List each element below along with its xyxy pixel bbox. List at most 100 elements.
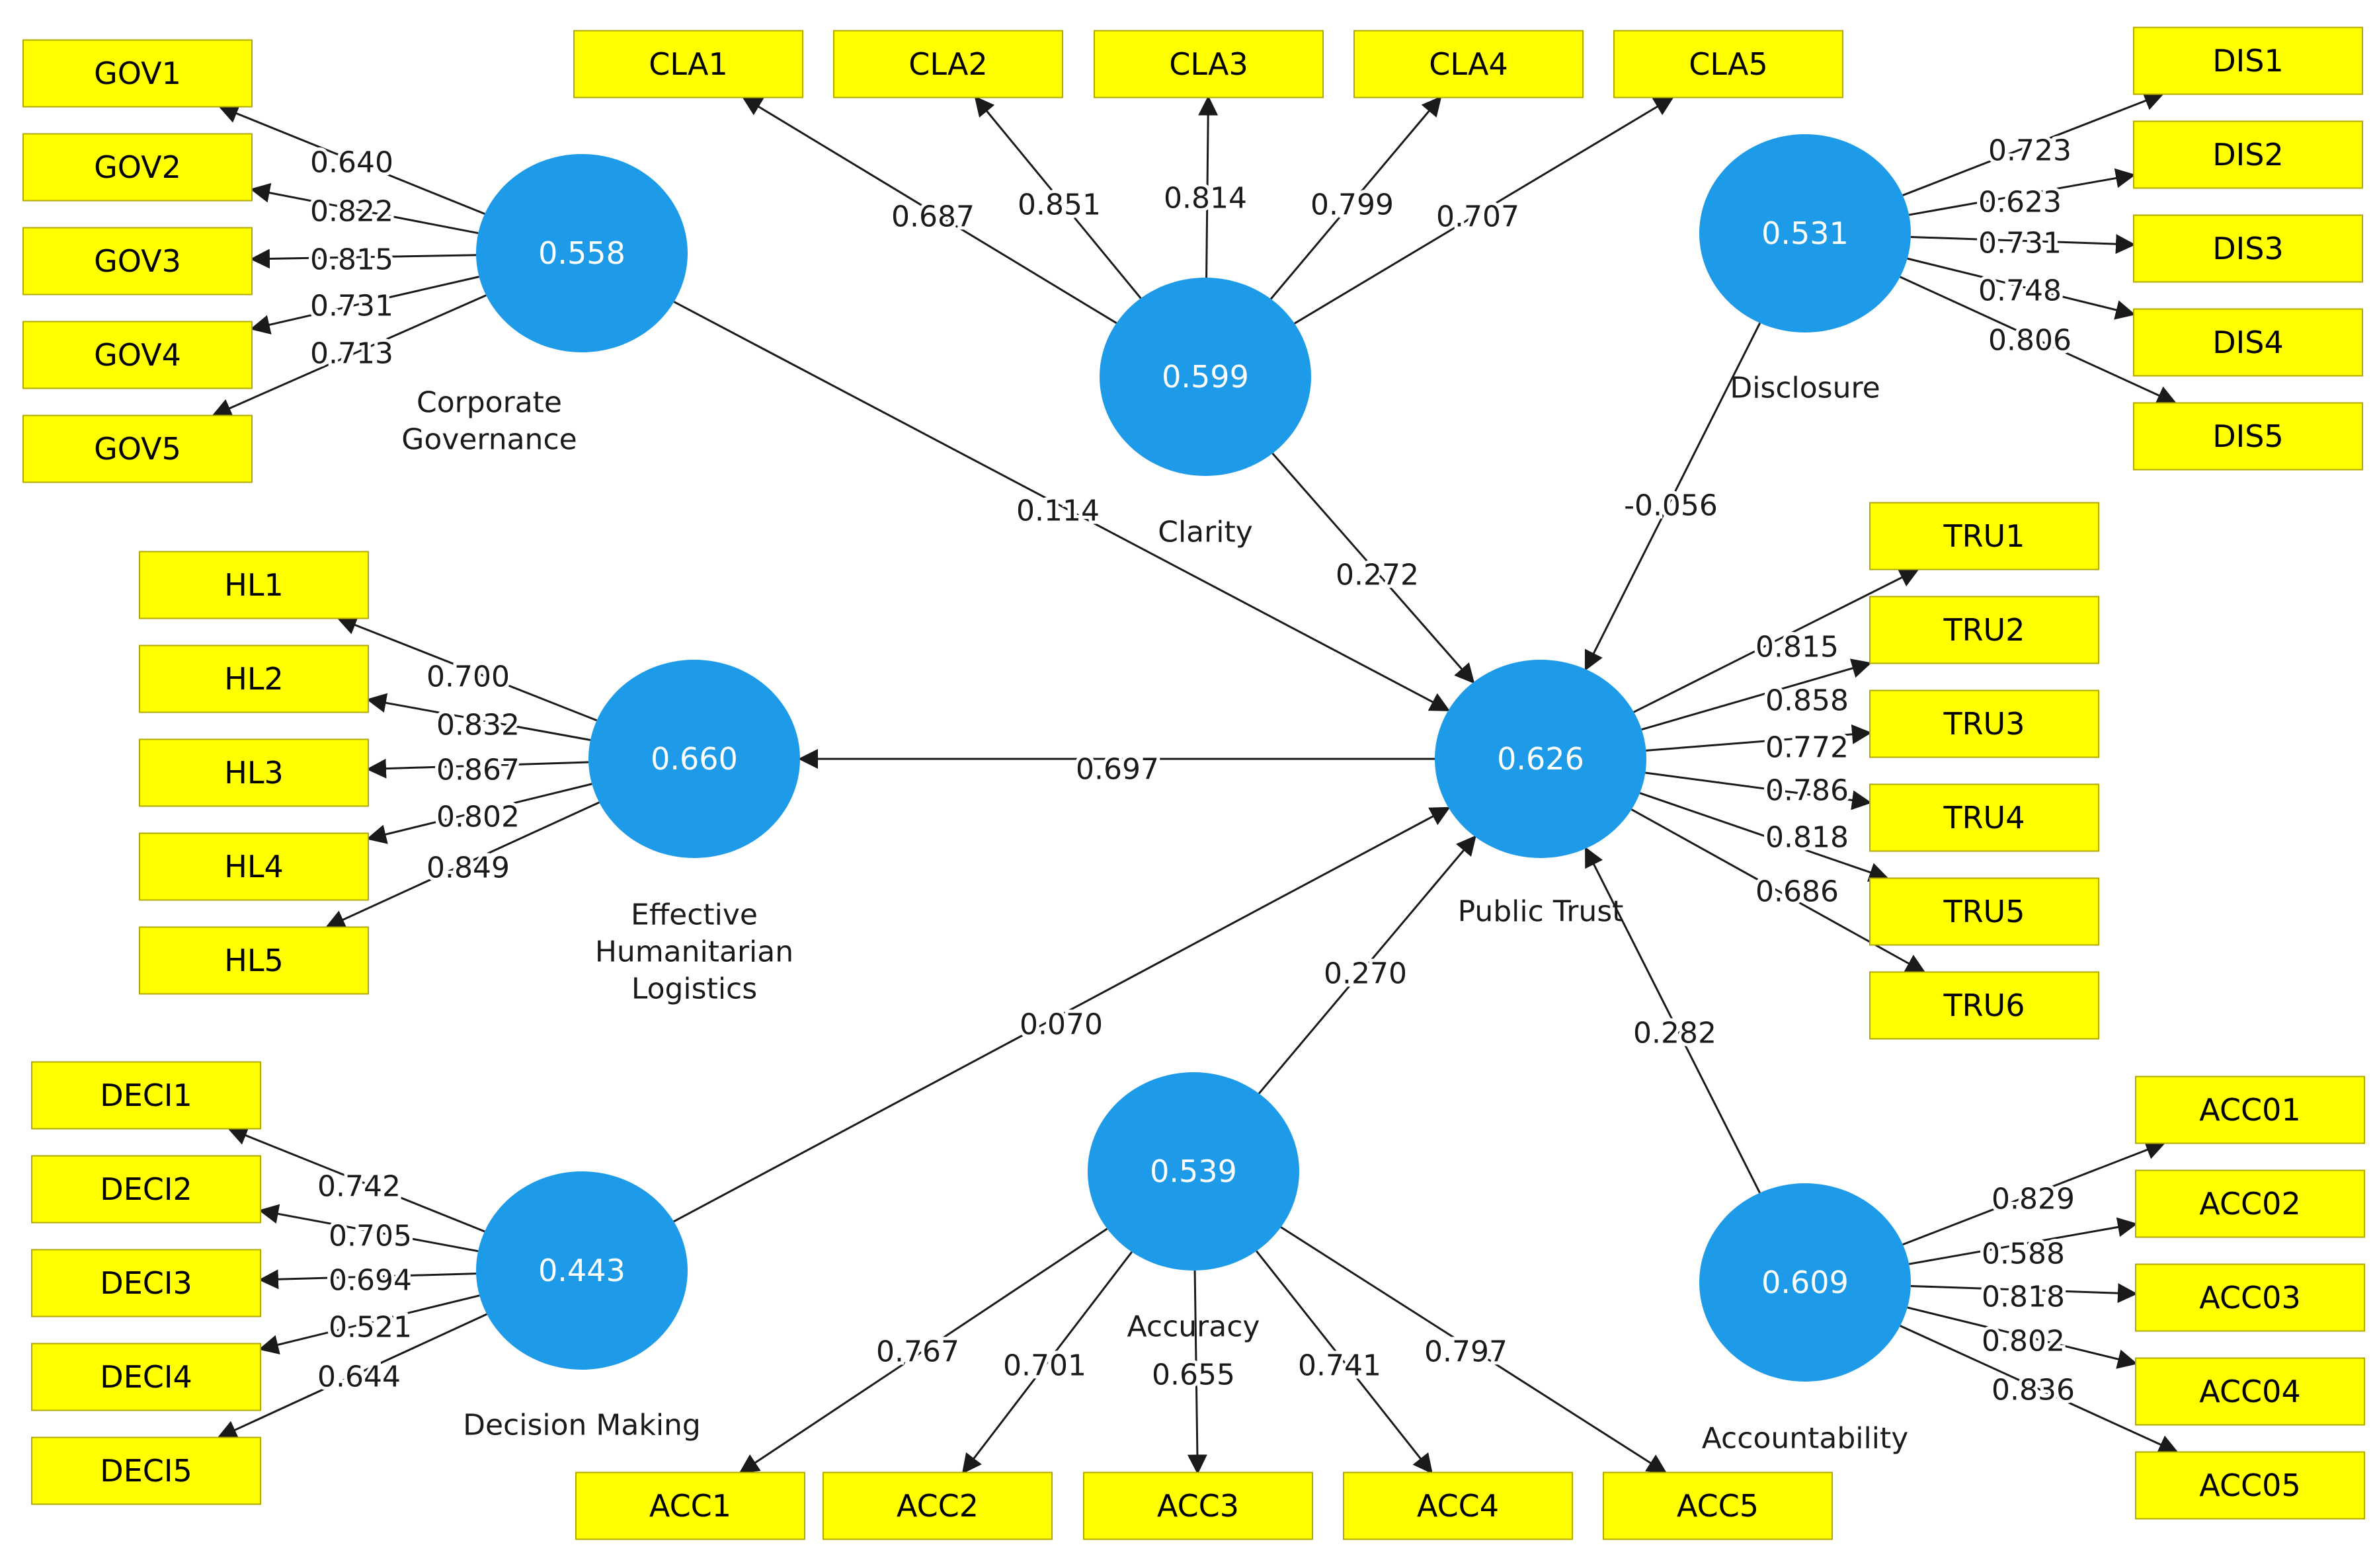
indicator-gov4[interactable]: GOV4 <box>22 321 253 389</box>
loading-arrow-dis1 <box>1902 91 2165 196</box>
indicator-label: ACC5 <box>1677 1488 1759 1524</box>
latent-variable-deci[interactable]: 0.443 <box>476 1171 688 1370</box>
indicator-tru3[interactable]: TRU3 <box>1869 689 2099 758</box>
indicator-acc02[interactable]: ACC02 <box>2135 1169 2365 1238</box>
indicator-acc1[interactable]: ACC1 <box>575 1471 805 1540</box>
indicator-cla1[interactable]: CLA1 <box>573 30 803 98</box>
indicator-hl3[interactable]: HL3 <box>139 738 369 807</box>
indicator-box <box>575 1471 805 1540</box>
indicator-acc2[interactable]: ACC2 <box>823 1471 1053 1540</box>
indicator-label: DIS4 <box>2212 325 2283 360</box>
loading-arrow-hl5 <box>325 801 600 929</box>
indicator-dis5[interactable]: DIS5 <box>2133 402 2363 471</box>
indicator-box <box>2135 1169 2365 1238</box>
indicator-box <box>139 926 369 995</box>
path-arrow-gov-to-tru <box>673 301 1451 711</box>
latent-name-gov-line-1: Corporate <box>417 386 562 420</box>
loading-value-acc2: 0.701 <box>1003 1349 1086 1383</box>
latent-circle <box>1100 278 1311 476</box>
indicator-gov3[interactable]: GOV3 <box>22 227 253 295</box>
indicator-acc4[interactable]: ACC4 <box>1343 1471 1573 1540</box>
indicator-acc04[interactable]: ACC04 <box>2135 1357 2365 1426</box>
latent-circle <box>588 660 800 858</box>
loading-value-cla4: 0.799 <box>1310 188 1394 222</box>
r-squared-value: 0.626 <box>1497 741 1584 777</box>
latent-name-acc-line-1: Accuracy <box>1127 1310 1260 1344</box>
latent-variable-acc[interactable]: 0.539 <box>1088 1072 1299 1271</box>
indicator-dis3[interactable]: DIS3 <box>2133 214 2363 283</box>
indicator-deci5[interactable]: DECI5 <box>31 1436 261 1505</box>
path-arrow-acct-to-tru <box>1585 846 1761 1194</box>
loading-value-gov3: 0.815 <box>310 243 393 277</box>
indicator-dis1[interactable]: DIS1 <box>2133 26 2363 95</box>
indicator-box <box>2133 402 2363 471</box>
indicator-tru4[interactable]: TRU4 <box>1869 783 2099 852</box>
indicator-hl2[interactable]: HL2 <box>139 645 369 713</box>
indicator-acc05[interactable]: ACC05 <box>2135 1451 2365 1520</box>
loading-arrow-hl2 <box>366 693 591 741</box>
indicator-acc01[interactable]: ACC01 <box>2135 1076 2365 1144</box>
indicator-deci2[interactable]: DECI2 <box>31 1155 261 1224</box>
indicator-cla3[interactable]: CLA3 <box>1094 30 1324 98</box>
latent-variable-tru[interactable]: 0.626 <box>1435 660 1646 858</box>
indicator-box <box>31 1343 261 1411</box>
indicator-dis4[interactable]: DIS4 <box>2133 308 2363 377</box>
indicator-acc03[interactable]: ACC03 <box>2135 1263 2365 1332</box>
indicator-label: ACC03 <box>2199 1280 2300 1315</box>
indicator-cla4[interactable]: CLA4 <box>1353 30 1584 98</box>
indicator-gov1[interactable]: GOV1 <box>22 39 253 108</box>
indicator-box <box>22 227 253 295</box>
indicator-box <box>833 30 1063 98</box>
indicator-box <box>22 414 253 483</box>
indicator-label: ACC05 <box>2199 1468 2300 1503</box>
indicator-deci4[interactable]: DECI4 <box>31 1343 261 1411</box>
loading-arrow-hl1 <box>337 615 598 722</box>
indicator-acc3[interactable]: ACC3 <box>1083 1471 1313 1540</box>
indicator-cla5[interactable]: CLA5 <box>1613 30 1843 98</box>
indicator-dis2[interactable]: DIS2 <box>2133 120 2363 189</box>
loading-arrow-cla3 <box>1198 95 1219 278</box>
latent-variable-acct[interactable]: 0.609 <box>1699 1183 1911 1382</box>
latent-name-cla-line-1: Clarity <box>1158 516 1253 549</box>
loading-arrow-hl3 <box>366 758 589 779</box>
loading-arrow-dis3 <box>1910 234 2136 255</box>
loading-arrow-deci1 <box>227 1126 485 1233</box>
indicator-tru1[interactable]: TRU1 <box>1869 502 2099 570</box>
indicator-cla2[interactable]: CLA2 <box>833 30 1063 98</box>
indicator-tru5[interactable]: TRU5 <box>1869 877 2099 946</box>
indicator-hl4[interactable]: HL4 <box>139 832 369 901</box>
indicator-gov5[interactable]: GOV5 <box>22 414 253 483</box>
indicator-deci1[interactable]: DECI1 <box>31 1061 261 1130</box>
latent-variable-gov[interactable]: 0.558 <box>476 154 688 352</box>
indicator-box <box>139 832 369 901</box>
latent-variable-dis[interactable]: 0.531 <box>1699 134 1911 333</box>
indicator-deci3[interactable]: DECI3 <box>31 1249 261 1317</box>
r-squared-value: 0.558 <box>538 235 625 271</box>
indicator-gov2[interactable]: GOV2 <box>22 133 253 202</box>
path-arrow-cla-to-tru <box>1271 452 1475 684</box>
path-coefficient-cla-to-tru: 0.272 <box>1336 559 1419 592</box>
loading-value-acc02: 0.588 <box>1982 1237 2065 1271</box>
indicator-label: TRU1 <box>1943 518 2025 554</box>
loading-value-gov4: 0.731 <box>310 290 393 323</box>
indicator-label: CLA5 <box>1689 46 1768 82</box>
indicator-hl5[interactable]: HL5 <box>139 926 369 995</box>
indicator-hl1[interactable]: HL1 <box>139 551 369 619</box>
latent-variable-hl[interactable]: 0.660 <box>588 660 800 858</box>
indicator-box <box>1343 1471 1573 1540</box>
latent-variable-cla[interactable]: 0.599 <box>1100 278 1311 476</box>
loading-value-acc4: 0.741 <box>1298 1349 1381 1383</box>
loading-arrow-gov1 <box>218 104 485 215</box>
indicator-acc5[interactable]: ACC5 <box>1603 1471 1833 1540</box>
path-coefficient-acct-to-tru: 0.282 <box>1633 1017 1716 1050</box>
loading-arrow-acc2 <box>961 1251 1133 1474</box>
indicator-tru2[interactable]: TRU2 <box>1869 596 2099 664</box>
indicator-label: HL1 <box>224 567 283 603</box>
path-arrow-dis-to-tru <box>1584 322 1761 672</box>
indicator-box <box>2135 1076 2365 1144</box>
r-squared-value: 0.609 <box>1761 1265 1849 1300</box>
indicator-tru6[interactable]: TRU6 <box>1869 971 2099 1040</box>
indicator-label: HL4 <box>224 849 283 884</box>
loading-value-tru5: 0.818 <box>1765 821 1849 855</box>
